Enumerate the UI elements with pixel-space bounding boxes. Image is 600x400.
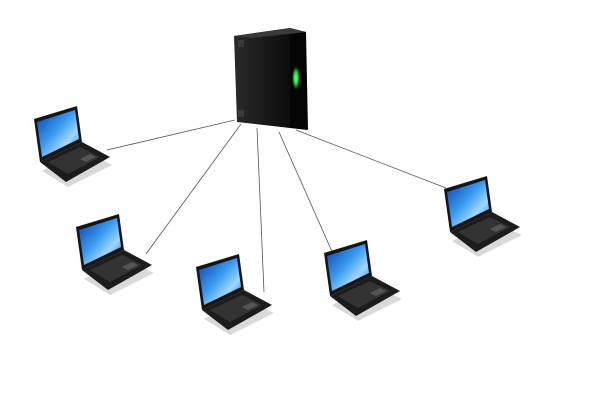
server-icon (234, 28, 308, 130)
connection-line-laptop-3 (256, 127, 265, 293)
laptop-3-laptop-icon (196, 254, 274, 335)
connection-line-laptop-5 (295, 129, 447, 189)
laptop-2-laptop-icon (76, 214, 154, 295)
laptop-4-laptop-icon (324, 240, 402, 321)
connection-line-laptop-4 (278, 131, 335, 257)
laptop-1-laptop-icon (34, 106, 112, 187)
connection-line-laptop-1 (106, 119, 236, 151)
connection-lines (106, 119, 447, 293)
connection-line-laptop-2 (145, 123, 242, 255)
laptop-5-laptop-icon (444, 176, 522, 257)
